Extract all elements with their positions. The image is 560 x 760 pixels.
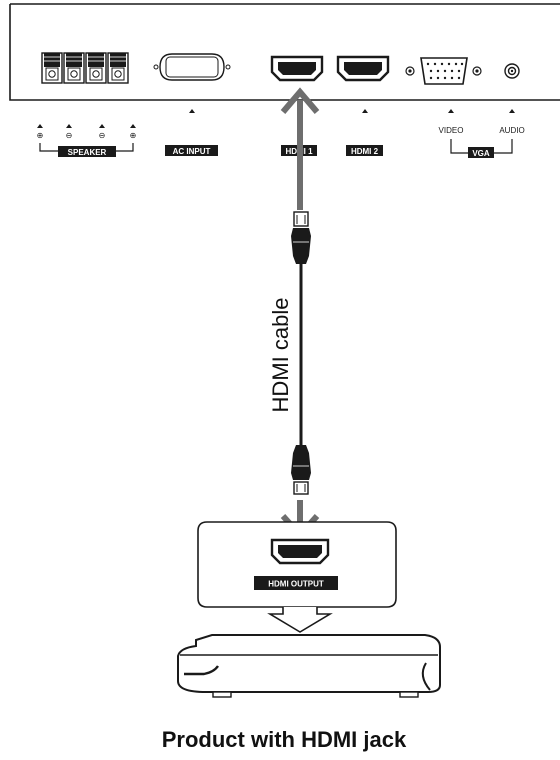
arrow-to-hdmi1 xyxy=(280,87,320,210)
cable-plug-top xyxy=(291,211,311,264)
cable-plug-bottom xyxy=(291,445,311,495)
polarity-3: ⊖ xyxy=(99,131,106,140)
speaker-label: SPEAKER xyxy=(39,143,134,157)
speaker-terminal-4 xyxy=(107,52,129,84)
speaker-polarity: ⊕ ⊖ ⊖ ⊕ xyxy=(37,131,137,140)
speaker-terminal-3 xyxy=(85,52,107,84)
vga-label-group: VIDEO AUDIO VGA xyxy=(439,126,525,158)
source-device-caption: Product with HDMI jack xyxy=(162,727,407,752)
ac-input-label: AC INPUT xyxy=(165,145,218,156)
hdmi-output-port xyxy=(270,538,330,565)
hdmi2-label-text: HDMI 2 xyxy=(351,147,379,156)
hollow-down-arrow xyxy=(267,607,333,633)
speaker-terminal-2 xyxy=(63,52,85,84)
ac-input-label-text: AC INPUT xyxy=(173,147,211,156)
polarity-1: ⊕ xyxy=(37,131,44,140)
polarity-2: ⊖ xyxy=(66,131,73,140)
speaker-terminal-1 xyxy=(41,52,63,84)
polarity-4: ⊕ xyxy=(130,131,137,140)
speaker-label-text: SPEAKER xyxy=(68,148,107,157)
hdmi1-port xyxy=(270,55,324,82)
speaker-terminals xyxy=(41,52,129,84)
hdmi2-port xyxy=(336,55,390,82)
source-device-panel: HDMI OUTPUT xyxy=(197,521,397,608)
video-label: VIDEO xyxy=(439,126,464,135)
vga-port xyxy=(405,57,482,85)
hdmi2-label: HDMI 2 xyxy=(346,145,383,156)
ac-input-socket xyxy=(153,53,231,81)
hdmi-cable-label: HDMI cable xyxy=(268,298,293,413)
hdmi-cable: HDMI cable xyxy=(268,87,320,540)
set-top-box xyxy=(177,634,441,698)
hdmi-output-label: HDMI OUTPUT xyxy=(268,580,324,589)
audio-label: AUDIO xyxy=(499,126,524,135)
rear-panel-outline xyxy=(9,3,560,101)
port-markers xyxy=(37,109,515,128)
vga-label-text: VGA xyxy=(472,149,490,158)
audio-jack xyxy=(504,63,520,79)
